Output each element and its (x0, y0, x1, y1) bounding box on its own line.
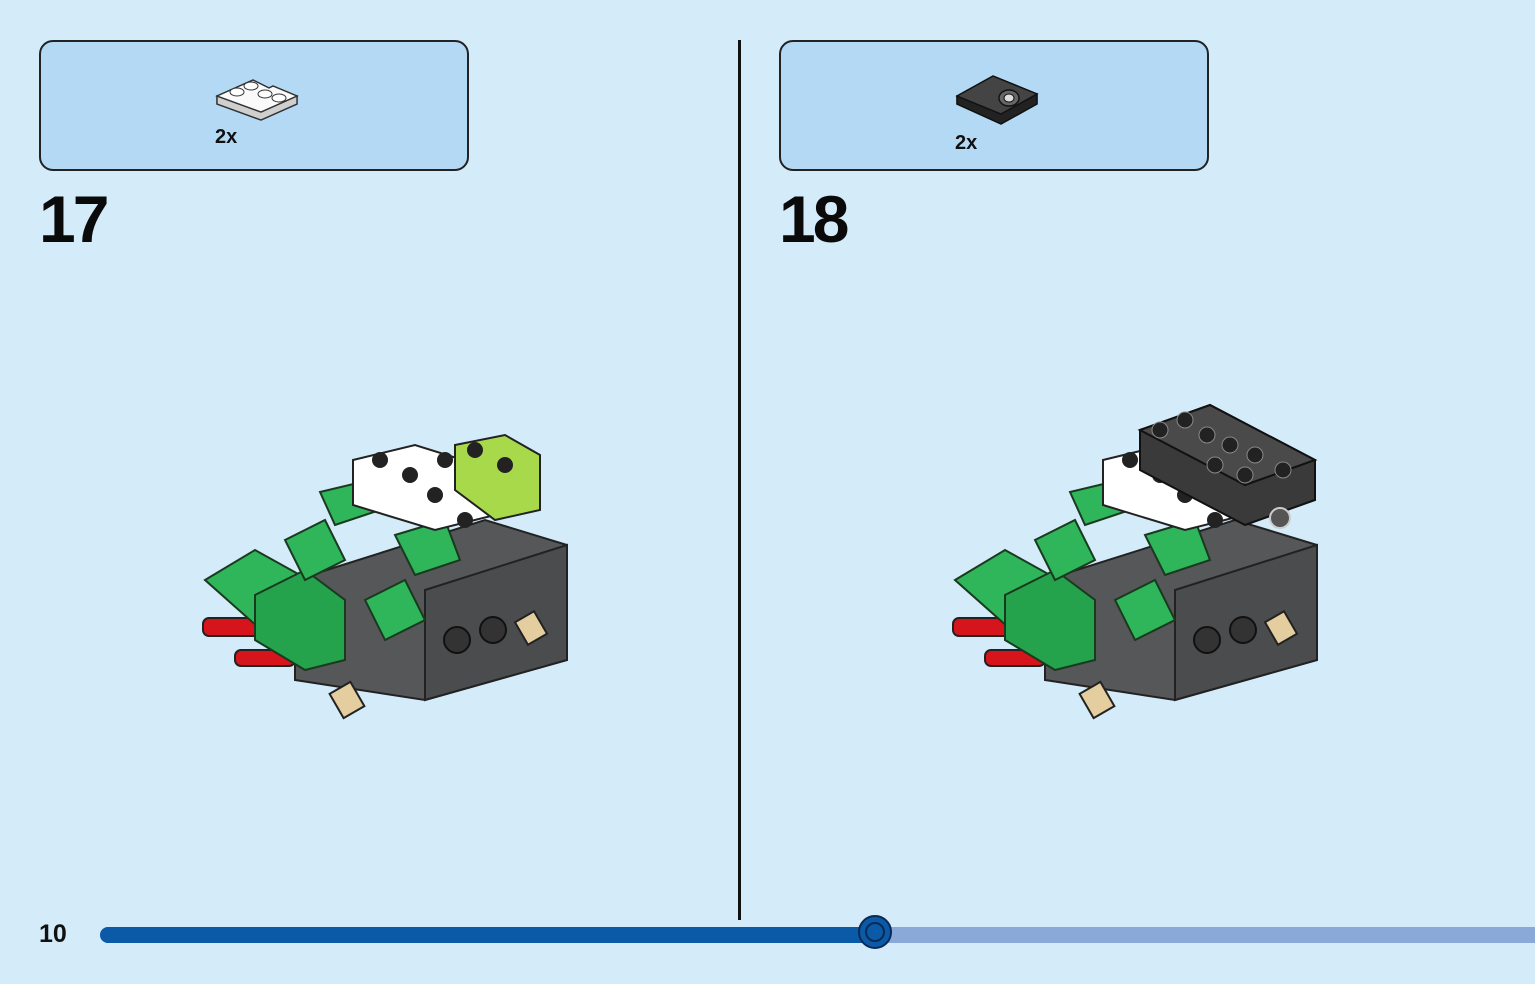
step-18-model-illustration (952, 403, 1318, 720)
parts-callout-step-18: 2x (779, 40, 1209, 171)
black-tile-with-clip-icon (955, 75, 1039, 125)
progress-knob (857, 915, 892, 949)
step-17-model-illustration (202, 433, 568, 720)
parts-callout-step-17: 2x (39, 40, 469, 171)
part-quantity: 2x (215, 126, 238, 148)
progress-fill (100, 927, 875, 943)
part-quantity: 2x (955, 132, 978, 154)
step-number: 17 (39, 182, 109, 256)
white-corner-plate-icon (215, 79, 299, 121)
step-divider (738, 40, 741, 920)
step-number: 18 (779, 182, 849, 256)
page-number: 10 (39, 920, 67, 948)
